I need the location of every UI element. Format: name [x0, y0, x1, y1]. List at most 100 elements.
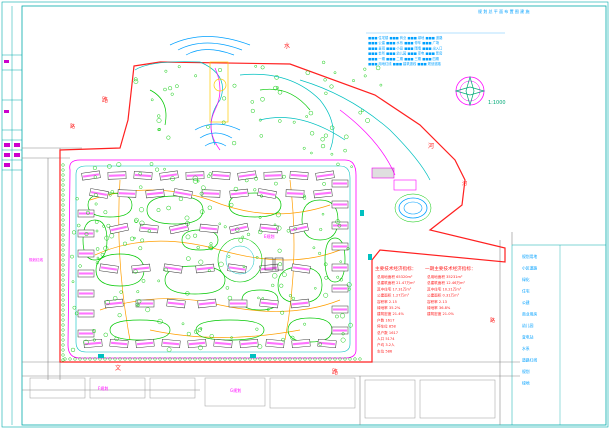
- tree: [233, 186, 239, 192]
- tree: [258, 215, 262, 219]
- building-core: [291, 301, 309, 306]
- tree: [292, 120, 296, 124]
- tree: [164, 69, 168, 73]
- tree: [278, 119, 282, 123]
- tree: [112, 296, 118, 301]
- tree: [199, 327, 203, 330]
- tree: [109, 194, 112, 197]
- building-core: [200, 226, 218, 231]
- building-core: [290, 173, 308, 178]
- right-strip-label: 幼儿园: [522, 323, 534, 328]
- tree: [348, 322, 353, 328]
- right-strip-label: 规划用地: [522, 254, 537, 259]
- tree: [92, 165, 97, 171]
- tree: [335, 219, 341, 225]
- tree: [72, 305, 77, 310]
- tree: [103, 210, 108, 215]
- tree: [114, 336, 119, 342]
- tree: [138, 207, 145, 213]
- tree: [61, 178, 65, 182]
- tree: [283, 357, 287, 361]
- tree: [217, 67, 223, 73]
- tree: [102, 224, 105, 228]
- tree: [277, 248, 282, 253]
- tree: [199, 191, 204, 196]
- tree: [61, 168, 65, 172]
- tree: [337, 223, 342, 228]
- tree: [328, 357, 332, 361]
- building-core: [333, 308, 347, 311]
- legend-line: ■■■ 用地红线 ■■■ 建筑退线 ■■■ 规划道路: [368, 61, 442, 66]
- building-core: [136, 341, 154, 346]
- tree: [324, 91, 328, 95]
- tree: [320, 143, 326, 149]
- drawing-frame: [21, 5, 607, 426]
- tree: [314, 287, 317, 290]
- tree: [118, 357, 122, 361]
- building-core: [318, 341, 336, 346]
- tree: [107, 164, 112, 169]
- tree: [363, 67, 367, 71]
- tree: [207, 205, 212, 210]
- tree: [61, 163, 65, 167]
- tree: [145, 307, 151, 313]
- tree: [320, 137, 325, 142]
- tree: [303, 194, 306, 198]
- tree: [218, 261, 224, 267]
- tree: [128, 357, 132, 361]
- tree: [178, 357, 182, 361]
- tree: [163, 167, 166, 171]
- tree: [276, 225, 282, 231]
- tree: [196, 245, 200, 250]
- tree: [185, 221, 190, 226]
- legend-line: ■■■ 住宅楼 ■■■ 商业 ■■■ 绿地 ■■■ 道路: [368, 35, 443, 40]
- tree: [313, 357, 317, 361]
- tree: [140, 238, 145, 243]
- road-label-west-1: 路: [102, 96, 108, 104]
- building-core: [333, 182, 347, 185]
- ring-road-outer: [67, 159, 357, 359]
- building-core: [82, 173, 100, 178]
- lawn-area: [195, 319, 265, 341]
- tree: [341, 332, 345, 336]
- right-strip-label: 公建: [522, 300, 530, 305]
- tech-table-row: 总户数 1617: [377, 330, 398, 335]
- tree: [103, 245, 109, 251]
- building-core: [79, 232, 93, 235]
- legend-line: ■■■ 会所 ■■■ 幼儿园 ■■■ 变电 ■■■ 泵房: [368, 51, 443, 56]
- tree: [94, 220, 99, 224]
- tree: [309, 131, 315, 136]
- tree: [148, 357, 152, 361]
- tree: [61, 273, 65, 277]
- lawn-area: [181, 229, 219, 251]
- tree: [70, 254, 74, 259]
- tree: [61, 348, 65, 352]
- building-core: [260, 226, 278, 231]
- tree: [338, 357, 342, 361]
- building-core: [196, 266, 214, 271]
- building-core: [164, 266, 182, 271]
- right-strip-label: 住宅: [522, 289, 530, 294]
- tree: [308, 110, 314, 116]
- tech-table-row: 容积率 2.15: [377, 299, 397, 304]
- tech-table-title: 一期主要技术经济指标：: [425, 265, 476, 272]
- tree: [273, 223, 277, 227]
- lawn-area: [109, 319, 171, 341]
- tech-table-row: 总用地面积 35231m²: [427, 274, 463, 279]
- tree: [186, 256, 191, 261]
- building-core: [264, 174, 282, 177]
- tree: [173, 357, 177, 361]
- tree: [166, 205, 171, 211]
- tree: [74, 311, 79, 316]
- tree: [61, 308, 65, 312]
- tree: [263, 357, 267, 361]
- building-core: [260, 301, 278, 306]
- tree: [336, 162, 340, 166]
- tree: [61, 293, 65, 297]
- tree: [266, 308, 270, 311]
- tree: [255, 256, 259, 259]
- tree: [250, 100, 255, 104]
- tree: [168, 357, 172, 361]
- road-label-south-right: 路: [332, 368, 338, 376]
